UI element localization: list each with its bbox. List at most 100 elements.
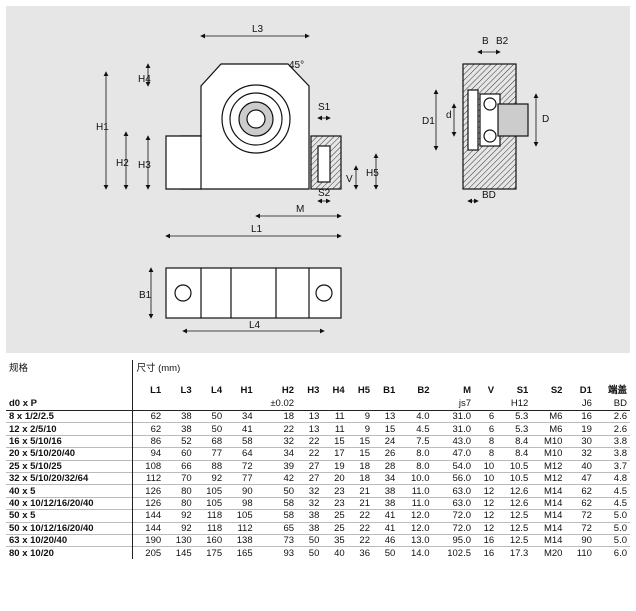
table-cell: 32 xyxy=(297,496,323,510)
table-cell: 24 xyxy=(373,434,399,448)
table-cell: 3.7 xyxy=(594,459,630,473)
table-cell: 38 xyxy=(373,496,399,510)
column-header: V xyxy=(487,385,495,396)
table-cell: 60 xyxy=(164,447,195,461)
table-cell: 12.5 xyxy=(497,533,532,547)
table-cell: 112 xyxy=(225,521,256,535)
table-cell: 30 xyxy=(565,434,595,448)
table-cell: 15 xyxy=(322,434,348,448)
label-S2: S2 xyxy=(318,188,331,199)
table-cell: 62 xyxy=(565,484,595,498)
table-cell: 205 xyxy=(132,546,165,560)
table-cell: 40 x 10/12/16/20/40 xyxy=(6,496,134,510)
table-cell: 13 xyxy=(297,422,323,436)
column-header: B1 xyxy=(383,385,396,396)
table-cell: 80 xyxy=(164,484,195,498)
table-cell: M6 xyxy=(531,422,566,436)
table-cell: 6 xyxy=(474,409,498,423)
table-cell: 94 xyxy=(132,447,165,461)
table-cell: 118 xyxy=(194,509,226,523)
table-cell: 4.0 xyxy=(398,409,433,423)
table-cell: 32 x 5/10/20/32/64 xyxy=(6,471,134,485)
table-cell: 50 xyxy=(194,409,226,423)
table-cell: 16 xyxy=(474,546,498,560)
table-cell: 5.0 xyxy=(594,533,630,547)
label-M: M xyxy=(296,204,304,215)
table-cell: 47.0 xyxy=(432,447,475,461)
table-cell: 41 xyxy=(373,509,399,523)
label-S1: S1 xyxy=(318,102,331,113)
table-cell: 73 xyxy=(255,533,298,547)
table-cell: 4.5 xyxy=(594,484,630,498)
table-cell: 86 xyxy=(132,434,165,448)
table-cell: 102.5 xyxy=(432,546,475,560)
table-cell: 41 xyxy=(373,521,399,535)
table-cell: 145 xyxy=(164,546,195,560)
column-sub xyxy=(322,396,348,411)
table-cell: 20 xyxy=(322,471,348,485)
table-cell: 6.0 xyxy=(594,546,630,560)
table-cell: 28 xyxy=(373,459,399,473)
column-header: L3 xyxy=(180,385,192,396)
table-cell: 112 xyxy=(132,471,165,485)
table-cell: 8.0 xyxy=(398,459,433,473)
table-cell: 10 xyxy=(474,459,498,473)
table-cell: 93 xyxy=(255,546,298,560)
table-cell: 23 xyxy=(322,496,348,510)
table-cell: 34 xyxy=(373,471,399,485)
table-cell: 50 xyxy=(194,422,226,436)
table-cell: 144 xyxy=(132,521,165,535)
table-cell: 22 xyxy=(347,521,373,535)
table-cell: 175 xyxy=(194,546,226,560)
table-cell: 92 xyxy=(164,521,195,535)
table-cell: 32 xyxy=(297,484,323,498)
table-cell: 16 xyxy=(565,409,595,423)
table-cell: 38 xyxy=(373,484,399,498)
table-cell: 15 xyxy=(373,422,399,436)
table-cell: 58 xyxy=(225,434,256,448)
front-view-dims xyxy=(103,33,379,239)
table-cell: 25 x 5/10/25 xyxy=(6,459,134,473)
column-header: S2 xyxy=(550,385,563,396)
table-cell: 95.0 xyxy=(432,533,475,547)
table-cell: 160 xyxy=(194,533,226,547)
table-cell: 130 xyxy=(164,533,195,547)
table-cell: 58 xyxy=(255,509,298,523)
table-cell: 22 xyxy=(297,434,323,448)
column-sub: J6 xyxy=(565,396,595,411)
table-cell: 20 x 5/10/20/40 xyxy=(6,447,134,461)
label-B1: B1 xyxy=(139,290,152,301)
table-cell: 8.4 xyxy=(497,447,532,461)
table-cell: 12.6 xyxy=(497,496,532,510)
table-cell: 21 xyxy=(347,484,373,498)
table-cell: 23 xyxy=(322,484,348,498)
table-cell: 9 xyxy=(347,422,373,436)
table-cell: 25 xyxy=(322,521,348,535)
table-cell: 38 xyxy=(164,409,195,423)
table-cell: 10.0 xyxy=(398,471,433,485)
table-cell: 88 xyxy=(194,459,226,473)
table-cell: 50 x 10/12/16/20/40 xyxy=(6,521,134,535)
table-cell: 11.0 xyxy=(398,484,433,498)
table-cell: 38 xyxy=(164,422,195,436)
column-sub: BD xyxy=(594,396,630,411)
column-sub xyxy=(474,396,498,411)
table-cell: 144 xyxy=(132,509,165,523)
table-cell: M14 xyxy=(531,509,566,523)
table-cell: M14 xyxy=(531,496,566,510)
table-cell: 38 xyxy=(297,509,323,523)
table-cell: 11 xyxy=(322,409,348,423)
table-cell: 2.6 xyxy=(594,409,630,423)
table-cell: 12 xyxy=(474,496,498,510)
column-sub xyxy=(531,396,566,411)
column-sub xyxy=(373,396,399,411)
table-cell: 9 xyxy=(347,409,373,423)
column-header: B2 xyxy=(417,385,430,396)
